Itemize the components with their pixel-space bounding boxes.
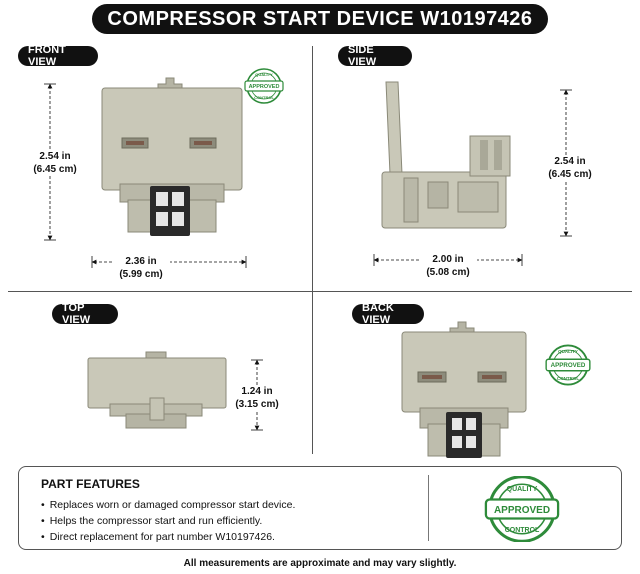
side-width-cm: (5.08 cm): [426, 267, 470, 278]
side-height-cm: (6.45 cm): [548, 169, 592, 180]
side-width-dimension: 2.00 in (5.08 cm): [419, 253, 477, 279]
seal-bottom-text: CONTROL: [557, 376, 579, 381]
top-height-cm: (3.15 cm): [235, 399, 279, 410]
part-features-list: Replaces worn or damaged compressor star…: [41, 497, 296, 545]
seal-middle-text: APPROVED: [551, 362, 586, 369]
features-divider: [428, 475, 429, 541]
front-view-label: FRONT VIEW: [18, 44, 98, 68]
quality-approved-seal-icon: QUALITY APPROVED CONTROL: [484, 476, 560, 542]
seal-top-text: QUALITY: [558, 349, 578, 354]
footnote: All measurements are approximate and may…: [183, 558, 457, 569]
side-view-label: SIDE VIEW: [338, 44, 412, 68]
part-features-heading: PART FEATURES: [41, 477, 140, 491]
feature-item: Replaces worn or damaged compressor star…: [41, 497, 296, 513]
seal-bottom-text: CONTROL: [505, 527, 540, 534]
side-height-dimension: 2.54 in (6.45 cm): [542, 155, 598, 181]
back-view-part-image: [401, 321, 527, 458]
front-height-dimension: 2.54 in (6.45 cm): [28, 150, 82, 176]
feature-item: Direct replacement for part number W1019…: [41, 529, 295, 545]
vertical-divider: [312, 46, 313, 454]
front-width-in: 2.36 in: [125, 256, 157, 267]
seal-top-text: QUALITY: [255, 72, 273, 77]
feature-item: Helps the compressor start and run effic…: [41, 513, 295, 529]
side-view-part-image: [381, 81, 511, 229]
page-title: COMPRESSOR START DEVICE W10197426: [92, 4, 548, 34]
top-height-in: 1.24 in: [241, 386, 273, 397]
back-view-label: BACK VIEW: [352, 302, 424, 326]
side-height-in: 2.54 in: [554, 156, 586, 167]
seal-middle-text: APPROVED: [249, 84, 280, 90]
front-width-cm: (5.99 cm): [119, 269, 163, 280]
top-view-label: TOP VIEW: [52, 302, 118, 326]
front-height-in: 2.54 in: [39, 151, 71, 162]
top-height-dimension: 1.24 in (3.15 cm): [231, 385, 283, 411]
seal-top-text: QUALITY: [507, 486, 538, 493]
front-view-part-image: [101, 77, 243, 236]
part-features-box: PART FEATURES Replaces worn or damaged c…: [18, 466, 622, 550]
quality-approved-seal-icon: QUALITY APPROVED CONTROL: [244, 68, 284, 104]
front-height-cm: (6.45 cm): [33, 164, 77, 175]
horizontal-divider: [8, 291, 632, 292]
side-width-in: 2.00 in: [432, 254, 464, 265]
top-view-part-image: [87, 351, 227, 429]
quality-approved-seal-icon: QUALITY APPROVED CONTROL: [545, 344, 591, 386]
seal-middle-text: APPROVED: [494, 505, 550, 516]
seal-bottom-text: CONTROL: [254, 95, 274, 100]
front-width-dimension: 2.36 in (5.99 cm): [112, 255, 170, 281]
